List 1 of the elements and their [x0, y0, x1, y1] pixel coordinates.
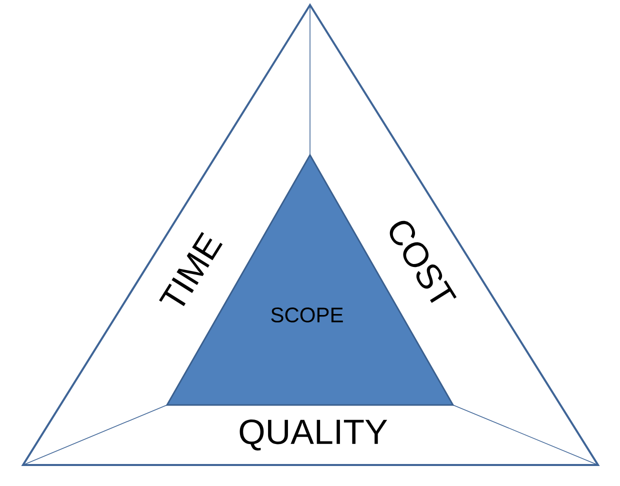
side-label: QUALITY — [240, 419, 388, 451]
